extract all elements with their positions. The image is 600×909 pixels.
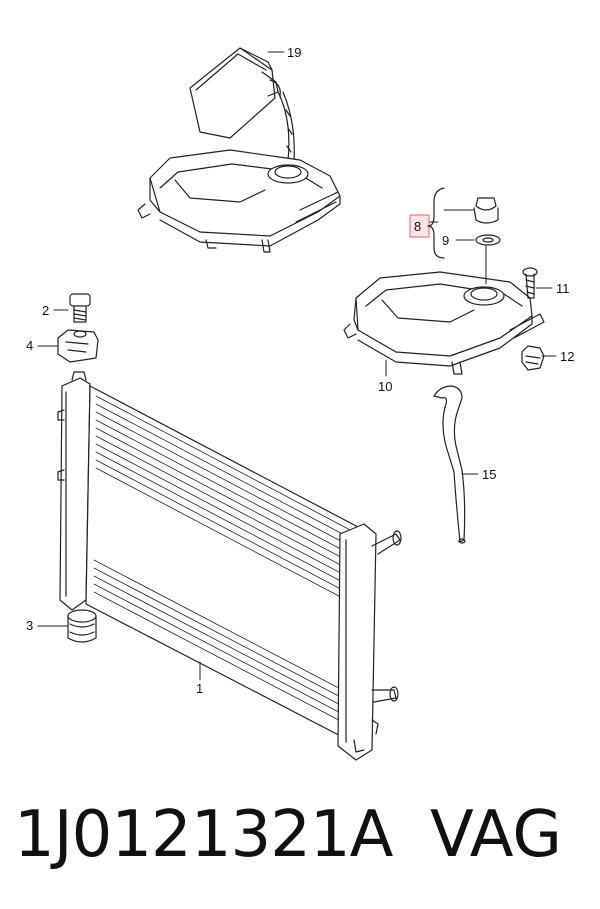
expansion-tank-upper (137, 149, 341, 253)
part-8-cap (473, 197, 499, 224)
coolant-canister (189, 47, 295, 163)
parts-diagram: 19 2 4 3 1 8 9 11 12 10 15 (26, 45, 574, 761)
callout-12: 12 (560, 349, 574, 364)
callout-4: 4 (26, 338, 33, 353)
callout-8: 8 (414, 219, 421, 234)
callout-15: 15 (482, 467, 496, 482)
callout-3: 3 (26, 618, 33, 633)
part-15-hose (433, 385, 466, 544)
callout-19: 19 (287, 45, 301, 60)
brand-name: VAG (430, 798, 562, 872)
callout-2: 2 (42, 303, 49, 318)
leader-lines (37, 51, 557, 681)
callout-1: 1 (196, 681, 203, 696)
part-number: 1J0121321A (14, 798, 393, 872)
callout-10: 10 (378, 379, 392, 394)
callout-9: 9 (442, 233, 449, 248)
footer: 1J0121321A VAG (0, 790, 600, 900)
part-3-mount (67, 609, 97, 643)
part-11-screw (522, 267, 538, 299)
part-9-seal (475, 234, 501, 246)
callout-11: 11 (556, 281, 570, 296)
part-12-clip (521, 345, 545, 371)
part-10-expansion-tank (343, 271, 545, 375)
part-2-bolt (69, 293, 91, 323)
part-4-mount (57, 329, 99, 363)
part-1-radiator (57, 371, 402, 761)
callout-8-group (409, 187, 445, 259)
